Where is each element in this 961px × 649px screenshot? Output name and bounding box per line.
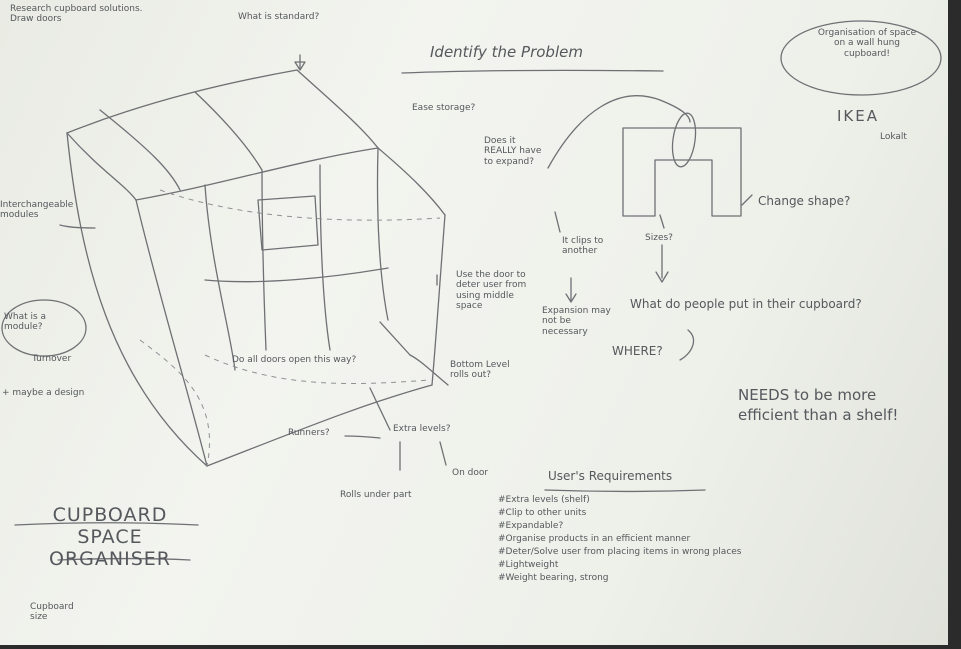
change-shape-note: Change shape? xyxy=(758,194,851,208)
extra-levels-note: Extra levels? xyxy=(393,424,451,434)
requirement-item: #Deter/Solve user from placing items in … xyxy=(498,546,742,557)
cupboard-size-note: Cupboard size xyxy=(30,602,74,623)
ease-storage-note: Ease storage? xyxy=(412,103,476,113)
requirement-item: #Expandable? xyxy=(498,520,564,531)
on-door-note: On door xyxy=(452,468,489,478)
bottom-level-note: Bottom Level rolls out? xyxy=(450,360,510,381)
doors-open-note: Do all doors open this way? xyxy=(232,355,357,365)
user-requirements-panel: User's Requirements #Extra levels (shelf… xyxy=(498,469,858,585)
where-note: WHERE? xyxy=(612,344,663,358)
turnover-note: Turnover xyxy=(32,354,72,364)
expansion-note: Expansion may not be necessary xyxy=(542,306,611,337)
u-shape-diagram xyxy=(547,95,742,217)
does-it-expand-note: Does it REALLY have to expand? xyxy=(484,136,542,167)
ikea-sub-label: Lokalt xyxy=(880,132,907,142)
oval-note: Organisation of space on a wall hung cup… xyxy=(817,28,917,59)
cupboard-box-sketch xyxy=(66,69,446,467)
requirement-item: #Clip to other units xyxy=(498,507,587,518)
requirement-item: #Organise products in an efficient manne… xyxy=(498,533,691,544)
sketch-arrows xyxy=(59,54,753,471)
user-requirements-heading: User's Requirements xyxy=(548,469,673,483)
page-title: Identify the Problem xyxy=(430,43,583,61)
research-note: Research cupboard solutions. Draw doors xyxy=(10,4,143,25)
clips-note: It clips to another xyxy=(562,236,604,257)
what-standard-note: What is standard? xyxy=(238,12,320,22)
sizes-note: Sizes? xyxy=(645,233,673,243)
what-people-put-note: What do people put in their cupboard? xyxy=(630,297,862,311)
runners-note: Runners? xyxy=(288,428,330,438)
cupboard-space-organiser-title: CUPBOARD SPACE ORGANISER xyxy=(49,504,171,570)
needs-note: NEEDS to be more efficient than a shelf! xyxy=(738,386,899,424)
door-deter-note: Use the door to deter user from using mi… xyxy=(456,270,527,312)
requirement-item: #Lightweight xyxy=(498,559,559,570)
rolls-under-note: Rolls under part xyxy=(340,490,412,500)
design-note: + maybe a design xyxy=(2,388,85,398)
module-question-note: What is a module? xyxy=(4,312,47,333)
requirement-item: #Weight bearing, strong xyxy=(498,572,609,583)
ikea-label: IKEA xyxy=(837,107,879,125)
requirement-item: #Extra levels (shelf) xyxy=(498,494,590,505)
interchangeable-note: Interchangeable modules xyxy=(0,200,74,221)
